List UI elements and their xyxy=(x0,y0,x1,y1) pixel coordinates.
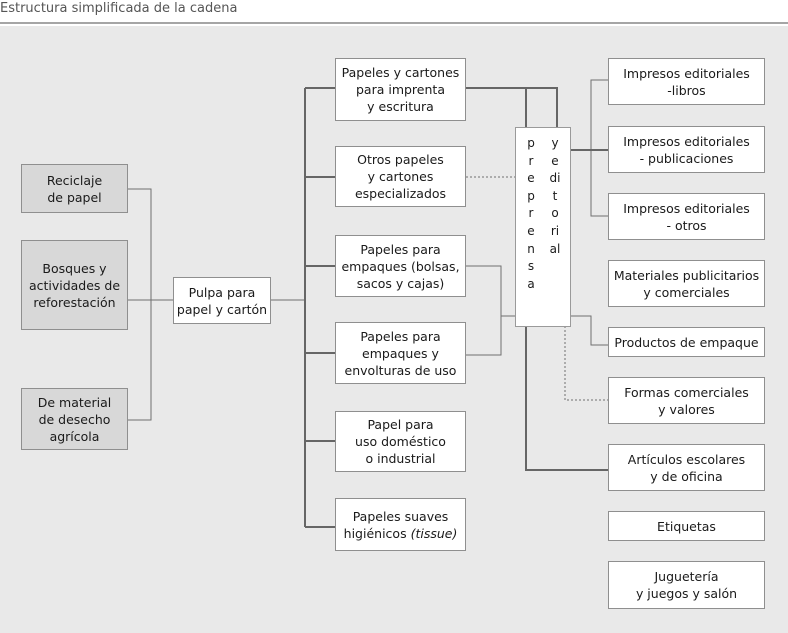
source-bosques: Bosques y actividades de reforestación xyxy=(21,240,128,330)
connector-packaging xyxy=(466,265,502,356)
product-etiquetas: Etiquetas xyxy=(608,511,765,541)
paper-domestico: Papel para uso doméstico o industrial xyxy=(335,411,466,472)
connector-editorial-bracket xyxy=(590,79,608,217)
title-rule xyxy=(0,22,788,24)
pulp-box: Pulpa para papel y cartón xyxy=(173,277,271,324)
connector-papers xyxy=(304,87,335,528)
editorial-label: yeditorial xyxy=(549,136,561,256)
paper-envolturas: Papeles para empaques y envolturas de us… xyxy=(335,322,466,384)
preprensa-label: preprensa xyxy=(527,136,535,291)
product-libros: Impresos editoriales -libros xyxy=(608,58,765,105)
paper-tissue-italic: (tissue) xyxy=(410,525,458,541)
paper-tissue: Papeles suaves higiénicos (tissue) xyxy=(335,498,466,551)
paper-imprenta: Papeles y cartones para imprenta y escri… xyxy=(335,58,466,121)
paper-empaques-bolsas: Papeles para empaques (bolsas, sacos y c… xyxy=(335,235,466,297)
connector-sources xyxy=(128,188,173,421)
product-jugueteria: Juguetería y juegos y salón xyxy=(608,561,765,609)
source-reciclaje: Reciclaje de papel xyxy=(21,164,128,213)
product-publicaciones: Impresos editoriales - publicaciones xyxy=(608,126,765,173)
product-otros: Impresos editoriales - otros xyxy=(608,193,765,240)
paper-tissue-label: Papeles suaves higiénicos xyxy=(343,508,449,541)
diagram-title: Estructura simplificada de la cadena xyxy=(0,0,788,22)
product-escolares: Artículos escolares y de oficina xyxy=(608,444,765,491)
product-empaque: Productos de empaque xyxy=(608,327,765,357)
preprensa-editorial-box xyxy=(515,127,571,327)
product-publicitarios: Materiales publicitarios y comerciales xyxy=(608,260,765,307)
source-desecho-agricola: De material de desecho agrícola xyxy=(21,388,128,450)
paper-especializados: Otros papeles y cartones especializados xyxy=(335,146,466,207)
product-formas: Formas comerciales y valores xyxy=(608,377,765,424)
